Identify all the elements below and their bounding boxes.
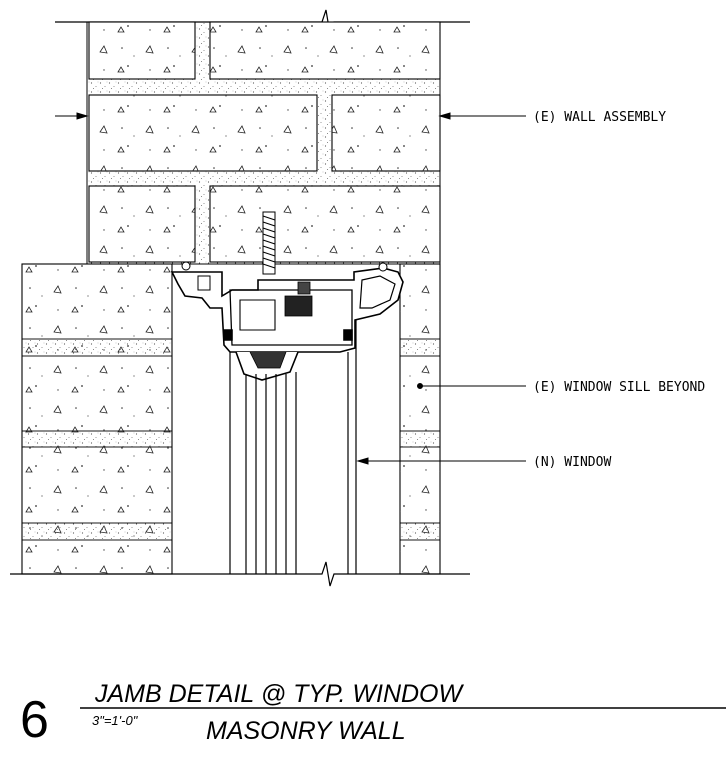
- callout-wall-assembly: (E) WALL ASSEMBLY: [533, 110, 666, 125]
- cmu-jamb-right: [399, 263, 441, 575]
- detail-number: 6: [20, 691, 49, 749]
- callout-new-window: (N) WINDOW: [533, 455, 611, 470]
- callout-window-sill-beyond: (E) WINDOW SILL BEYOND: [533, 380, 705, 395]
- callout-labels: (E) WALL ASSEMBLY (E) WINDOW SILL BEYOND…: [533, 110, 705, 470]
- title-block: 6 JAMB DETAIL @ TYP. WINDOW 3"=1'-0" MAS…: [20, 680, 726, 749]
- bottom-break-line: [10, 561, 470, 587]
- detail-scale: 3"=1'-0": [92, 713, 139, 728]
- window-glazing-lines: [229, 320, 357, 574]
- window-frame-head: [170, 261, 404, 381]
- brick-masonry-wall: [86, 21, 441, 265]
- callout-leaders: [55, 112, 526, 465]
- threaded-anchor-rod: [262, 211, 276, 275]
- cmu-jamb-left: [21, 263, 173, 575]
- detail-title: JAMB DETAIL @ TYP. WINDOW: [94, 680, 464, 708]
- detail-subtitle: MASONRY WALL: [206, 717, 406, 745]
